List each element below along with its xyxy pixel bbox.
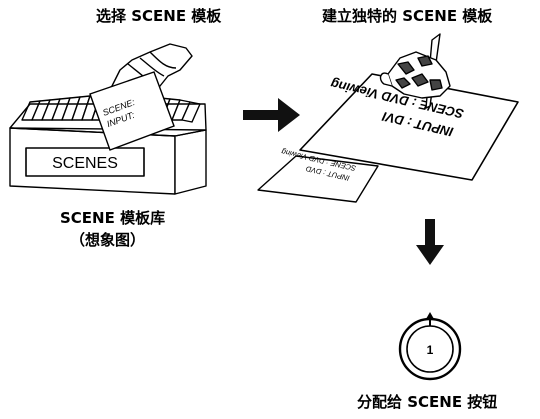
template-sheet-large: INPUT : DVI SCENE : DVD Viewing [299, 73, 519, 181]
template-sheet-small: INPUT : DVD SCENE : DVD Viewing [257, 147, 379, 203]
caption-template-library: SCENE 模板库 [60, 209, 166, 227]
scene-button-number: 1 [427, 343, 434, 357]
box-label-text: SCENES [52, 155, 118, 172]
arrow-right [243, 98, 300, 132]
caption-illustration-note: （想象图） [70, 231, 146, 249]
scene-button-1 [398, 312, 462, 381]
box-label-plate [25, 147, 145, 177]
caption-assign-to-button: 分配给 SCENE 按钮 [357, 393, 498, 411]
template-card: SCENE: INPUT: [89, 71, 175, 151]
caption-create-template: 建立独特的 SCENE 模板 [322, 7, 493, 25]
arrow-down [416, 219, 444, 265]
hand-writing-with-pen [379, 33, 451, 109]
caption-select-template: 选择 SCENE 模板 [96, 7, 222, 25]
